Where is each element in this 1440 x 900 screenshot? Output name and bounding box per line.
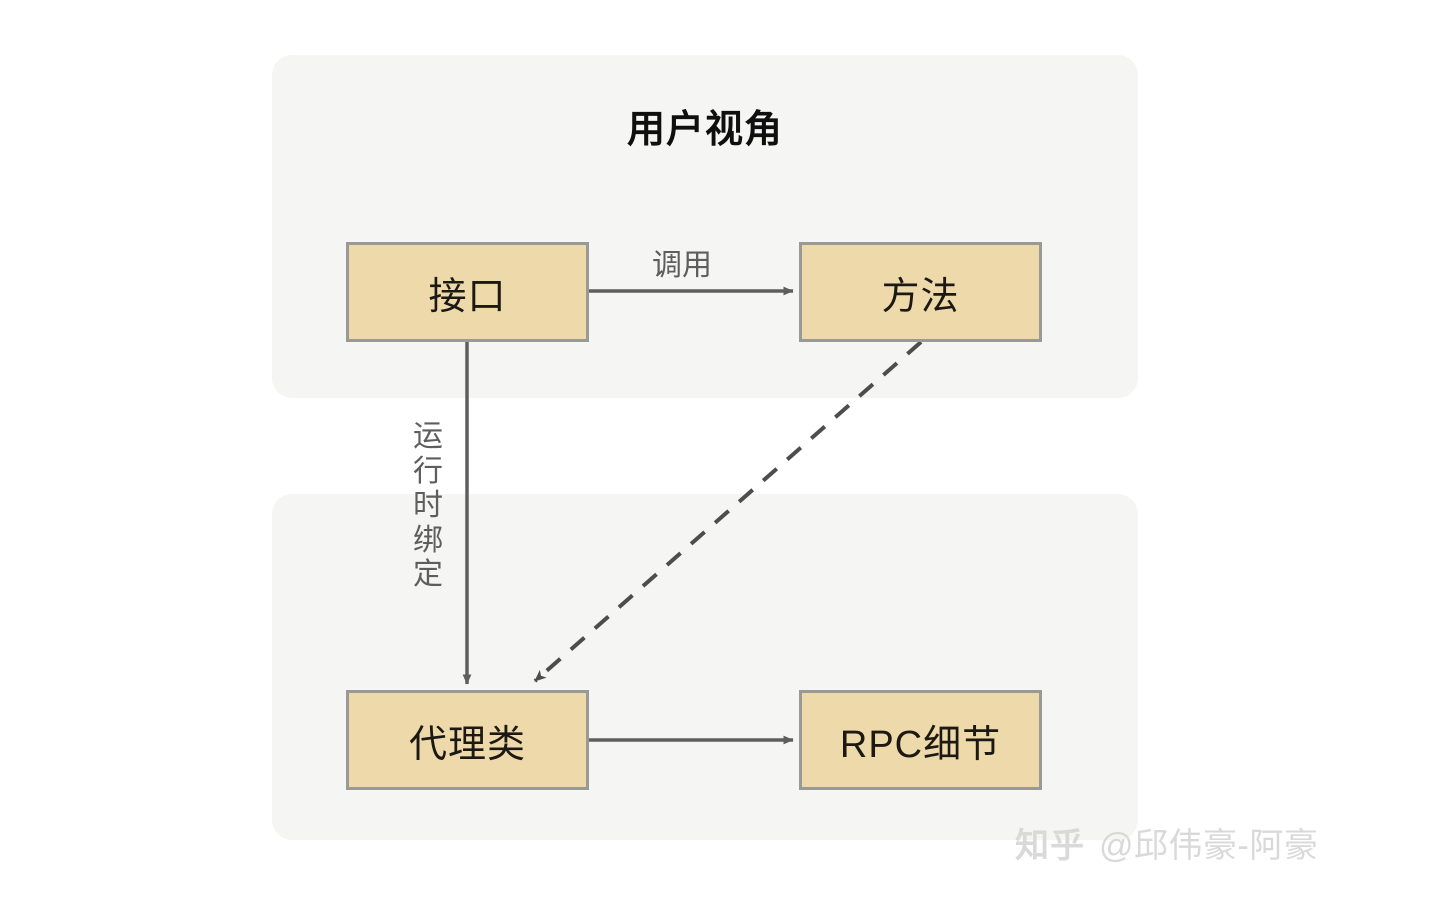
edge-method-to-proxy bbox=[533, 340, 923, 683]
edge-label-runtime-binding: 运行时绑定 bbox=[413, 420, 443, 591]
node-interface[interactable]: 接口 bbox=[346, 242, 589, 342]
zhihu-logo: 知乎 bbox=[1015, 827, 1085, 865]
node-rpc-details[interactable]: RPC细节 bbox=[799, 690, 1042, 790]
node-method[interactable]: 方法 bbox=[799, 242, 1042, 342]
watermark-handle: @邱伟豪-阿豪 bbox=[1099, 827, 1319, 865]
node-proxy-class[interactable]: 代理类 bbox=[346, 690, 589, 790]
panel-title-user-perspective: 用户视角 bbox=[626, 109, 783, 151]
edge-label-call: 调用 bbox=[652, 249, 712, 282]
watermark: 知乎 @邱伟豪-阿豪 bbox=[1015, 818, 1318, 867]
